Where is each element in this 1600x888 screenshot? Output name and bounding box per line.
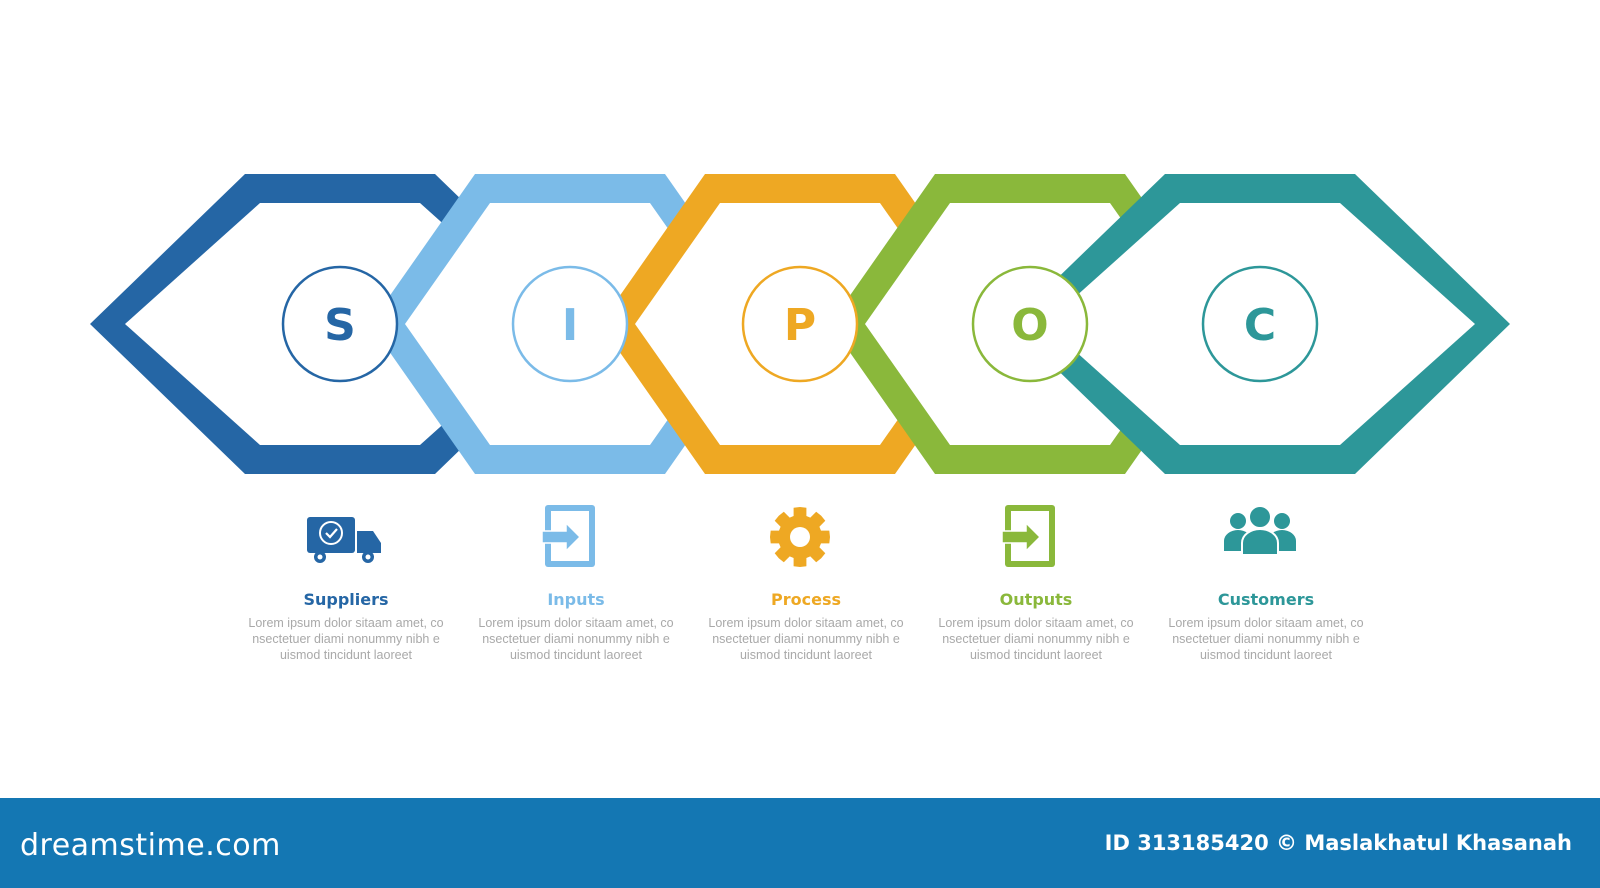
stage-badge-outputs: O — [971, 265, 1089, 567]
stage-badge-suppliers: S — [281, 265, 399, 563]
stage-title-process: Process — [771, 590, 841, 609]
desc-line: Lorem ipsum dolor sitaam amet, co — [478, 616, 674, 630]
letter-circle — [1201, 265, 1319, 383]
stage-title-inputs: Inputs — [547, 590, 605, 609]
desc-line: uismod tincidunt laoreet — [509, 648, 643, 662]
letter-circle — [511, 265, 629, 383]
footer-bar: dreamstime.com ID 313185420 © Maslakhatu… — [0, 798, 1600, 888]
desc-line: nsectetuer diami nonummy nibh e — [252, 632, 440, 646]
stage-letter: O — [1011, 300, 1048, 351]
desc-line: uismod tincidunt laoreet — [1199, 648, 1333, 662]
desc-line: Lorem ipsum dolor sitaam amet, co — [708, 616, 904, 630]
stage-title-suppliers: Suppliers — [303, 590, 389, 609]
stage-desc-outputs: Lorem ipsum dolor sitaam amet, co nsecte… — [931, 615, 1141, 663]
desc-line: uismod tincidunt laoreet — [969, 648, 1103, 662]
stage-letter: S — [324, 300, 356, 351]
people-group-icon — [1224, 505, 1296, 556]
gear-icon — [770, 507, 830, 567]
desc-line: nsectetuer diami nonummy nibh e — [942, 632, 1130, 646]
desc-line: Lorem ipsum dolor sitaam amet, co — [938, 616, 1134, 630]
stage-badge-customers: C — [1201, 265, 1319, 556]
delivery-truck-icon — [307, 517, 381, 563]
input-door-icon — [541, 505, 595, 567]
stage-desc-process: Lorem ipsum dolor sitaam amet, co nsecte… — [701, 615, 911, 663]
desc-line: nsectetuer diami nonummy nibh e — [482, 632, 670, 646]
stage-desc-inputs: Lorem ipsum dolor sitaam amet, co nsecte… — [471, 615, 681, 663]
stage-badge-inputs: I — [511, 265, 629, 567]
output-door-icon — [1001, 505, 1055, 567]
stage-letter: C — [1244, 300, 1276, 351]
desc-line: nsectetuer diami nonummy nibh e — [1172, 632, 1360, 646]
image-credit: ID 313185420 © Maslakhatul Khasanah — [1104, 831, 1572, 855]
sipoc-diagram: S I P O C Suppliers Inputs Process Outputs C… — [90, 174, 1510, 663]
letter-circle — [281, 265, 399, 383]
site-logo[interactable]: dreamstime.com — [20, 828, 281, 863]
stage-desc-customers: Lorem ipsum dolor sitaam amet, co nsecte… — [1161, 615, 1371, 663]
letter-circle — [971, 265, 1089, 383]
desc-line: Lorem ipsum dolor sitaam amet, co — [248, 616, 444, 630]
desc-line: Lorem ipsum dolor sitaam amet, co — [1168, 616, 1364, 630]
desc-line: nsectetuer diami nonummy nibh e — [712, 632, 900, 646]
desc-line: uismod tincidunt laoreet — [279, 648, 413, 662]
letter-circle — [741, 265, 859, 383]
desc-line: uismod tincidunt laoreet — [739, 648, 873, 662]
stage-title-customers: Customers — [1217, 590, 1315, 609]
stage-letter: I — [562, 300, 578, 351]
stage-badge-process: P — [741, 265, 859, 567]
stage-desc-suppliers: Lorem ipsum dolor sitaam amet, co nsecte… — [241, 615, 451, 663]
stage-letter: P — [784, 300, 816, 351]
stage-title-outputs: Outputs — [999, 590, 1073, 609]
